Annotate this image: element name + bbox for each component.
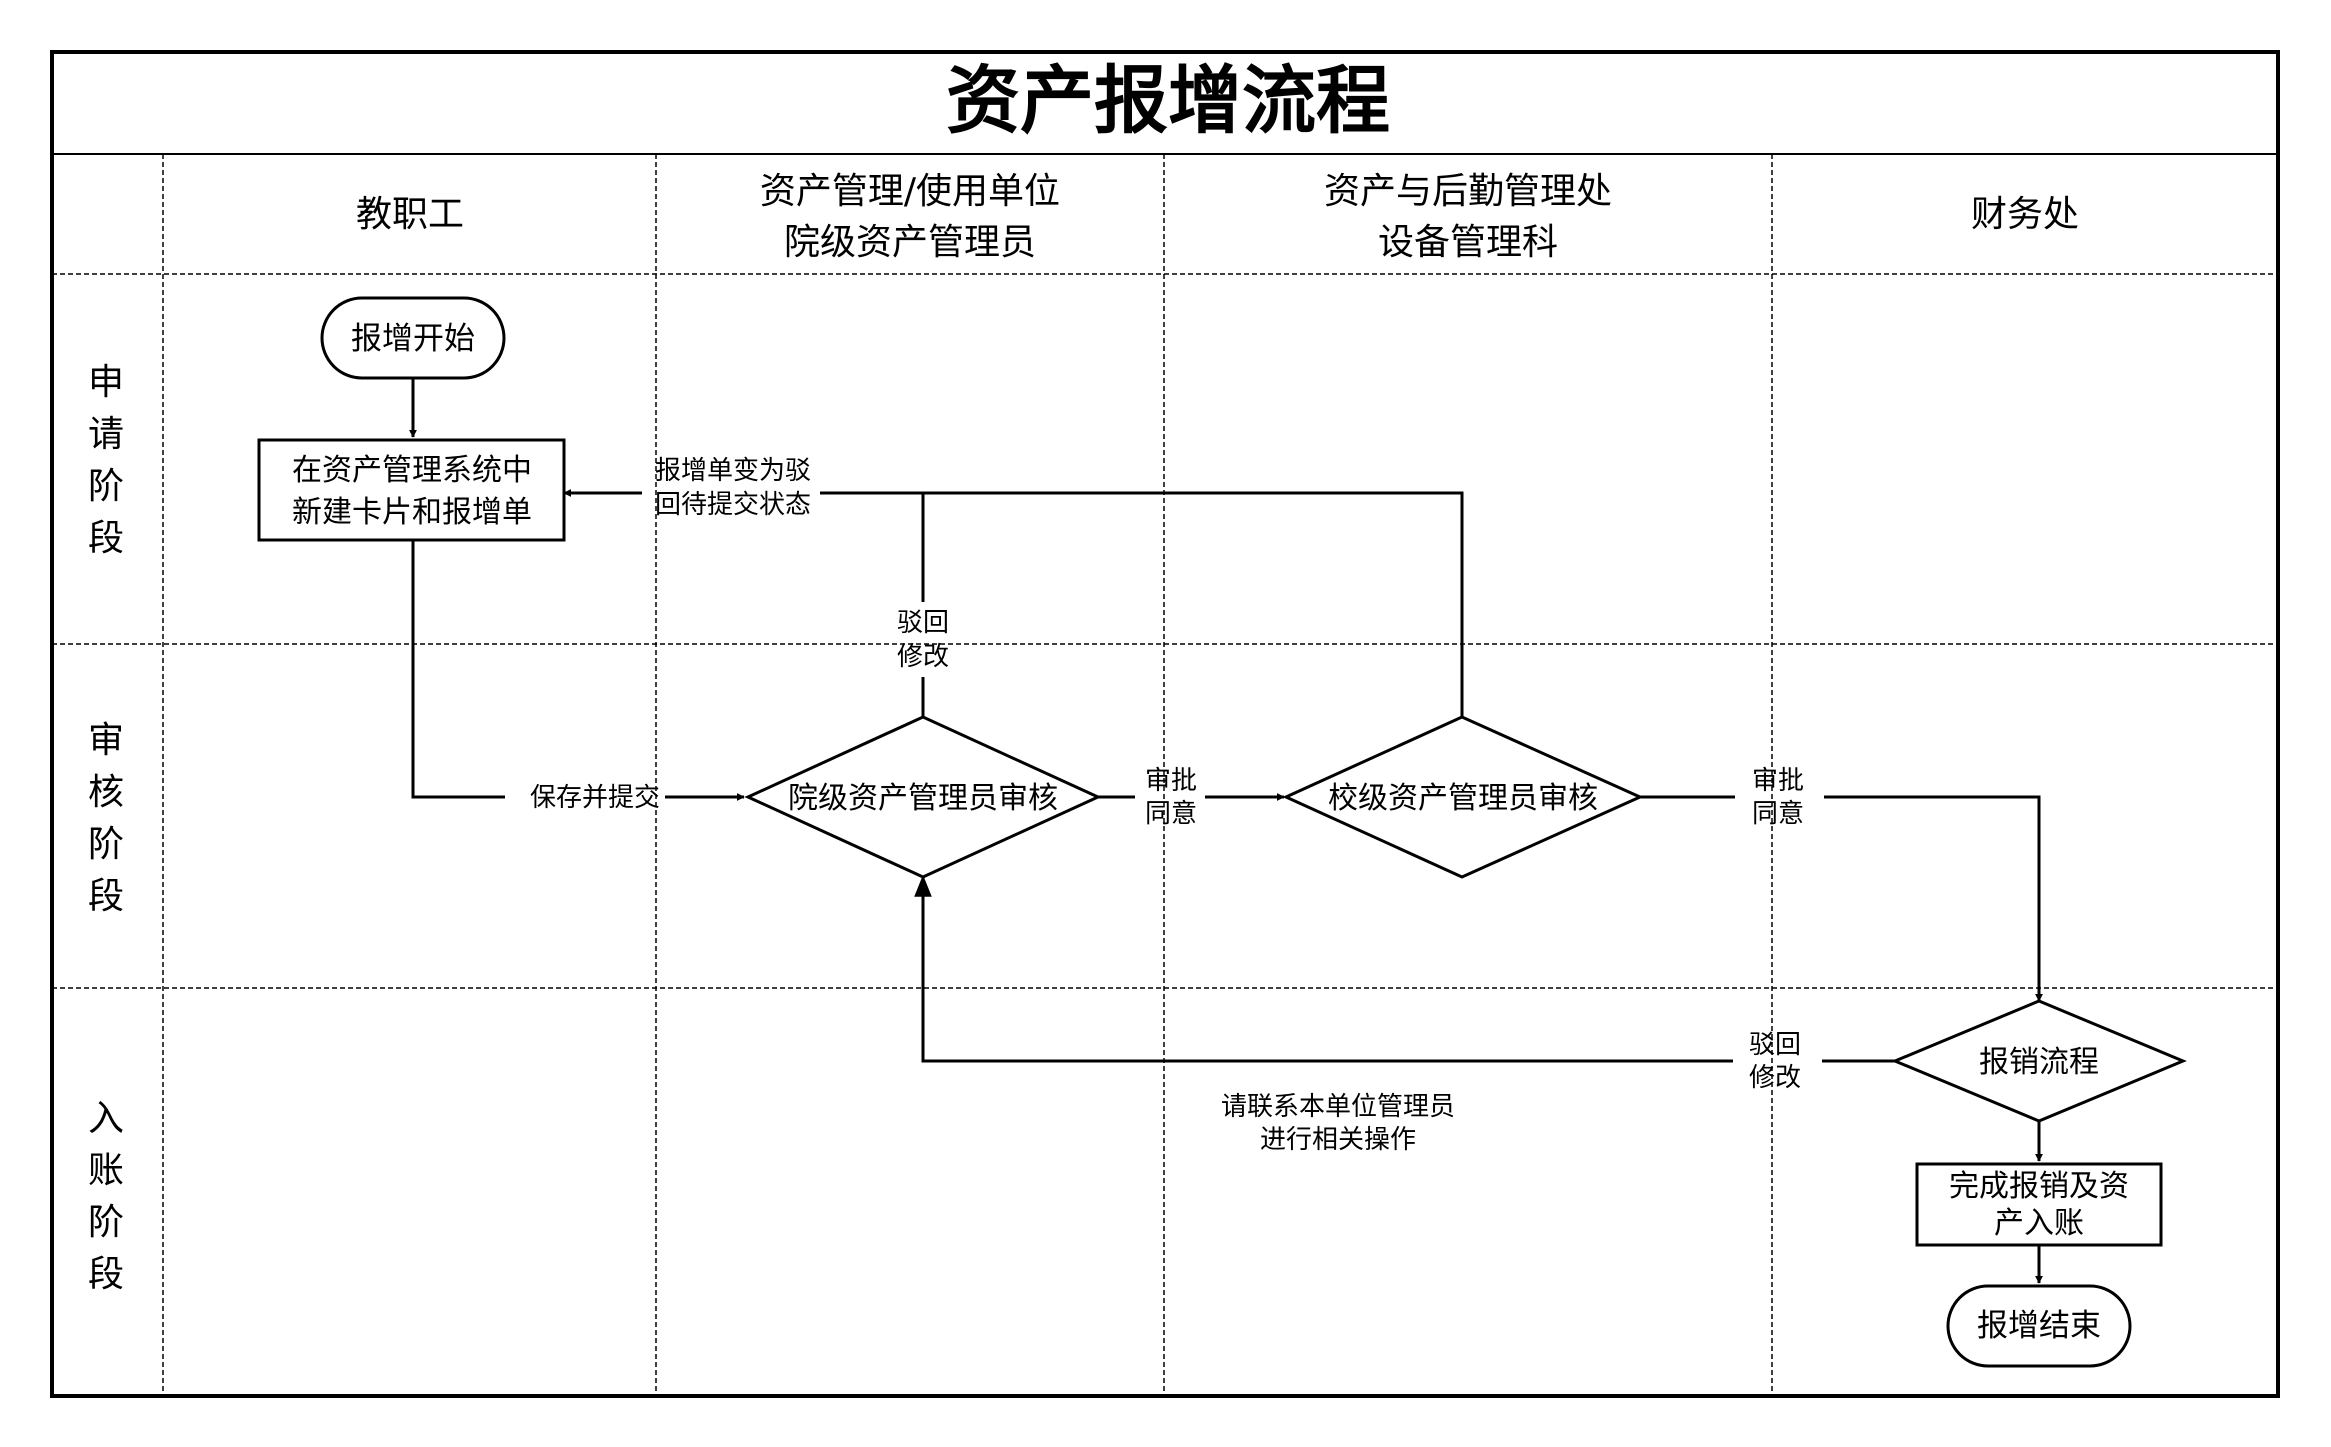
lane-header-finance: 财务处 xyxy=(1971,194,2079,235)
edge-label-reject-state: 报增单变为驳 回待提交状态 xyxy=(655,456,811,520)
phase-label-account: 入 账 阶 段 xyxy=(88,1098,124,1295)
edge-school-approve-arrow xyxy=(1824,795,2043,1002)
node-end-text: 报增结束 xyxy=(1977,1308,2101,1344)
edge-label-reject-modify-line: 驳回 xyxy=(897,608,949,638)
phase-account-char: 账 xyxy=(88,1150,124,1191)
lane-header-staff-text: 教职工 xyxy=(356,194,464,235)
edge-label-reject-state-line: 报增单变为驳 xyxy=(655,456,811,486)
edge-school-reject-up xyxy=(820,491,1464,717)
phase-account-char: 段 xyxy=(88,1254,124,1295)
connectors xyxy=(409,378,2043,1284)
phase-review-char: 审 xyxy=(88,720,124,761)
lane-header-asset-office-line2: 设备管理科 xyxy=(1378,222,1558,263)
node-reimburse: 报销流程 xyxy=(1891,999,2187,1123)
node-create-text: 新建卡片和报增单 xyxy=(292,495,532,530)
edge-label-save-submit: 保存并提交 xyxy=(530,783,660,813)
edge-label-approve-line: 审批 xyxy=(1752,766,1804,796)
edge-label-reject-modify-finance: 驳回 修改 xyxy=(1749,1030,1801,1093)
node-end: 报增结束 xyxy=(1946,1284,2132,1368)
node-complete-text: 产入账 xyxy=(1994,1206,2084,1241)
edge-label-contact-note-line: 进行相关操作 xyxy=(1260,1125,1416,1155)
node-start: 报增开始 xyxy=(320,296,506,380)
lane-header-college-line1: 资产管理/使用单位 xyxy=(760,171,1060,212)
node-college-review-text: 院级资产管理员审核 xyxy=(788,781,1058,816)
edge-label-reject-state-line: 回待提交状态 xyxy=(655,490,811,520)
edge-label-approve-school: 审批 同意 xyxy=(1752,766,1804,829)
page-title: 资产报增流程 xyxy=(946,58,1390,144)
edge-label-approve-line: 审批 xyxy=(1145,766,1197,796)
edge-label-approve-line: 同意 xyxy=(1145,799,1197,829)
edge-label-contact-note-line: 请联系本单位管理员 xyxy=(1221,1092,1455,1122)
node-reimburse-text: 报销流程 xyxy=(1979,1045,2099,1080)
node-school-review: 校级资产管理员审核 xyxy=(1282,715,1644,879)
lane-header-college: 资产管理/使用单位 院级资产管理员 xyxy=(760,171,1060,263)
edge-label-approve-college: 审批 同意 xyxy=(1145,766,1197,829)
phase-label-review: 审 核 阶 段 xyxy=(88,720,124,917)
phase-review-char: 阶 xyxy=(88,824,124,865)
phase-label-apply: 申 请 阶 段 xyxy=(88,362,124,559)
edge-label-contact-note: 请联系本单位管理员 进行相关操作 xyxy=(1221,1092,1455,1155)
phase-review-char: 段 xyxy=(88,876,124,917)
phase-account-char: 入 xyxy=(88,1098,124,1139)
phase-apply-char: 申 xyxy=(88,362,124,403)
node-college-review: 院级资产管理员审核 xyxy=(744,715,1102,879)
table-frame xyxy=(50,50,2280,1398)
edge-label-reject-modify-line: 修改 xyxy=(897,642,949,672)
node-start-text: 报增开始 xyxy=(351,321,475,357)
phase-account-char: 阶 xyxy=(88,1202,124,1243)
grid-lines xyxy=(52,154,2278,1396)
phase-apply-char: 请 xyxy=(88,414,124,455)
lane-header-asset-office-line1: 资产与后勤管理处 xyxy=(1324,171,1612,212)
edge-label-reject-modify-college: 驳回 修改 xyxy=(897,608,949,672)
lane-header-asset-office: 资产与后勤管理处 设备管理科 xyxy=(1324,171,1612,263)
node-complete-text: 完成报销及资 xyxy=(1949,1169,2129,1204)
edge-label-reject-modify-line: 修改 xyxy=(1749,1063,1801,1093)
phase-apply-char: 段 xyxy=(88,518,124,559)
edge-label-reject-modify-line: 驳回 xyxy=(1749,1030,1801,1060)
edge-create-to-college-review xyxy=(411,540,505,799)
edge-reimburse-reject-back xyxy=(914,874,1733,1063)
node-create-text: 在资产管理系统中 xyxy=(292,453,532,488)
node-school-review-text: 校级资产管理员审核 xyxy=(1328,781,1598,816)
lane-header-finance-text: 财务处 xyxy=(1971,194,2079,235)
phase-review-char: 核 xyxy=(88,772,124,813)
lane-header-college-line2: 院级资产管理员 xyxy=(784,222,1036,263)
edge-label-approve-line: 同意 xyxy=(1752,799,1804,829)
node-create-card: 在资产管理系统中 新建卡片和报增单 xyxy=(257,438,566,542)
node-complete: 完成报销及资 产入账 xyxy=(1915,1162,2163,1247)
phase-apply-char: 阶 xyxy=(88,466,124,507)
lane-header-staff: 教职工 xyxy=(356,194,464,235)
